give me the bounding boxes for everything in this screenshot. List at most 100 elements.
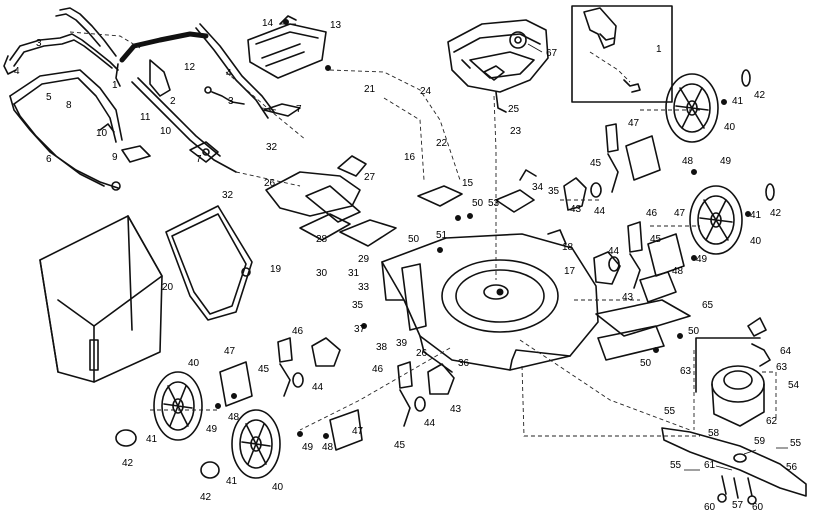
callout-7: 7 (196, 154, 202, 165)
callout-15: 15 (462, 178, 474, 189)
callout-50: 50 (408, 234, 420, 245)
callout-3: 3 (228, 96, 234, 107)
callout-56: 56 (786, 462, 798, 473)
engine (447, 19, 549, 113)
callout-31: 31 (348, 268, 360, 279)
blade-bolts (717, 475, 757, 505)
callout-41: 41 (146, 434, 158, 445)
wheel-front-left (153, 371, 203, 441)
callout-48: 48 (228, 412, 240, 423)
callout-48: 48 (322, 442, 334, 453)
callout-49: 49 (696, 254, 708, 265)
callout-50: 50 (472, 198, 484, 209)
assembly-lines (69, 31, 777, 437)
callout-41: 41 (732, 96, 744, 107)
inset-box (571, 5, 673, 103)
callout-40: 40 (272, 482, 284, 493)
callout-32: 32 (222, 190, 234, 201)
blade (661, 427, 807, 497)
callout-64: 64 (780, 346, 792, 357)
callout-46: 46 (292, 326, 304, 337)
callout-1: 1 (656, 44, 662, 55)
callout-44: 44 (424, 418, 436, 429)
callout-5: 5 (46, 92, 52, 103)
callout-40: 40 (188, 358, 200, 369)
callout-29: 29 (358, 254, 370, 265)
callout-42: 42 (770, 208, 782, 219)
hub-caps (115, 69, 775, 479)
callout-48: 48 (672, 266, 684, 277)
callout-33: 33 (358, 282, 370, 293)
callout-20: 20 (162, 282, 174, 293)
callout-48: 48 (682, 156, 694, 167)
callout-40: 40 (724, 122, 736, 133)
callout-43: 43 (450, 404, 462, 415)
callout-55: 55 (790, 438, 802, 449)
callout-41: 41 (226, 476, 238, 487)
callout-46: 46 (372, 364, 384, 375)
callout-21: 21 (364, 84, 376, 95)
height-adjusters (277, 123, 643, 427)
callout-35: 35 (352, 300, 364, 311)
callout-67: 67 (546, 48, 558, 59)
callout-49: 49 (206, 424, 218, 435)
callout-8: 8 (66, 100, 72, 111)
callout-47: 47 (352, 426, 364, 437)
callout-39: 39 (396, 338, 408, 349)
callout-45: 45 (650, 234, 662, 245)
callout-28: 28 (316, 234, 328, 245)
callout-6: 6 (46, 154, 52, 165)
callout-55: 55 (670, 460, 682, 471)
callout-12: 12 (184, 62, 196, 73)
callout-42: 42 (200, 492, 212, 503)
callout-3: 3 (36, 38, 42, 49)
callout-44: 44 (312, 382, 324, 393)
callout-53: 53 (488, 198, 500, 209)
callout-7: 7 (296, 104, 302, 115)
callout-40: 40 (750, 236, 762, 247)
callout-47: 47 (628, 118, 640, 129)
callout-1: 1 (112, 80, 118, 91)
grass-bag (39, 215, 163, 383)
wheel-rear-right (689, 185, 743, 255)
callout-19: 19 (270, 264, 282, 275)
callout-60: 60 (752, 502, 764, 513)
callout-47: 47 (224, 346, 236, 357)
adjuster-brackets (219, 135, 685, 451)
callout-44: 44 (594, 206, 606, 217)
callout-36: 36 (458, 358, 470, 369)
callout-13: 13 (330, 20, 342, 31)
callout-45: 45 (590, 158, 602, 169)
callout-42: 42 (122, 458, 134, 469)
callout-47: 47 (674, 208, 686, 219)
callout-55: 55 (664, 406, 676, 417)
upper-handle (3, 7, 119, 75)
callout-4: 4 (14, 66, 20, 77)
callout-23: 23 (510, 126, 522, 137)
callout-25: 25 (508, 104, 520, 115)
callout-27: 27 (364, 172, 376, 183)
callout-10: 10 (96, 128, 108, 139)
rear-skirt (595, 271, 691, 361)
callout-14: 14 (262, 18, 274, 29)
callout-38: 38 (376, 342, 388, 353)
callout-62: 62 (766, 416, 778, 427)
callout-26: 26 (264, 178, 276, 189)
wheel-rear-left (231, 409, 281, 479)
callout-43: 43 (570, 204, 582, 215)
callout-49: 49 (302, 442, 314, 453)
callout-41: 41 (750, 210, 762, 221)
callout-42: 42 (754, 90, 766, 101)
deck-frame (265, 155, 537, 247)
callout-49: 49 (720, 156, 732, 167)
callout-61: 61 (704, 460, 716, 471)
rollers (292, 182, 620, 412)
fasteners (215, 19, 751, 439)
bag-frame (165, 205, 253, 321)
callout-65: 65 (702, 300, 714, 311)
callout-45: 45 (394, 440, 406, 451)
callout-54: 54 (788, 380, 800, 391)
handle-bar-grip (115, 31, 209, 87)
callout-32: 32 (266, 142, 278, 153)
